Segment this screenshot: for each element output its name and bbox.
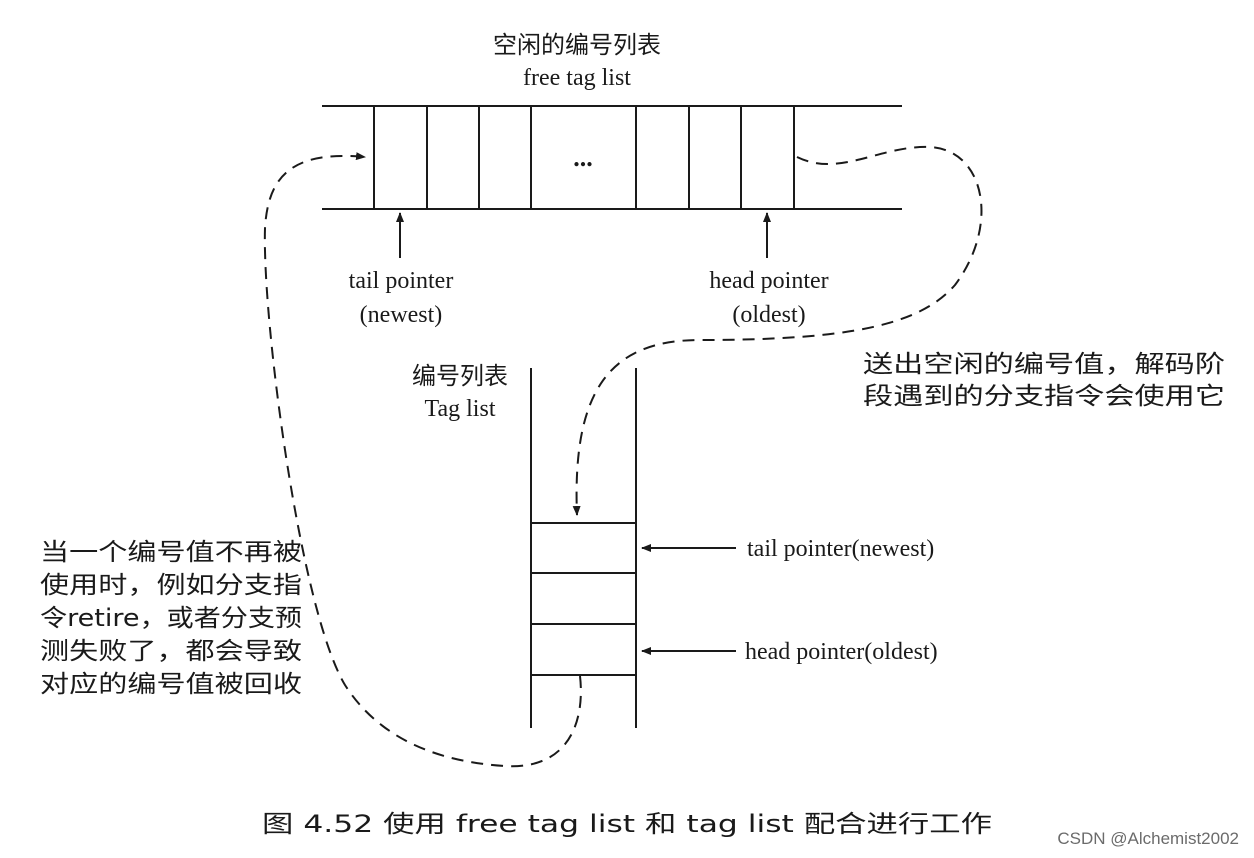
tag-list-tail-label: tail pointer(newest) <box>747 536 934 562</box>
free-tag-list <box>322 105 902 210</box>
tag-list-title-cn: 编号列表 <box>412 362 508 390</box>
recycle-note-line-4: 测失败了，都会导致 <box>40 637 302 665</box>
tag-list-title-en: Tag list <box>425 396 496 422</box>
allocate-note-line-2: 段遇到的分支指令会使用它 <box>863 382 1225 410</box>
free-list-head-sublabel: (oldest) <box>732 302 805 328</box>
free-list-title-cn: 空闲的编号列表 <box>493 31 661 59</box>
allocate-note-line-1: 送出空闲的编号值，解码阶 <box>863 350 1225 378</box>
recycle-note-line-5: 对应的编号值被回收 <box>40 670 302 698</box>
tag-list-head-label: head pointer(oldest) <box>745 639 938 665</box>
recycle-flow-dashed-arrow <box>263 152 582 768</box>
free-list-tail-sublabel: (newest) <box>360 302 443 328</box>
figure-caption: 图 4.52 使用 free tag list 和 tag list 配合进行工… <box>262 810 992 838</box>
tag-list <box>530 368 637 728</box>
allocate-flow-dashed-arrow <box>572 145 983 516</box>
free-list-head-label: head pointer <box>709 268 828 294</box>
free-list-tail-label: tail pointer <box>349 268 454 294</box>
recycle-note-line-3: 令retire，或者分支预 <box>40 604 302 632</box>
recycle-note-line-1: 当一个编号值不再被 <box>40 538 302 566</box>
free-list-title-en: free tag list <box>523 65 631 91</box>
recycle-note-line-2: 使用时，例如分支指 <box>40 571 302 599</box>
csdn-watermark: CSDN @Alchemist2002 <box>1057 829 1239 848</box>
free-list-ellipsis: ... <box>573 143 593 172</box>
